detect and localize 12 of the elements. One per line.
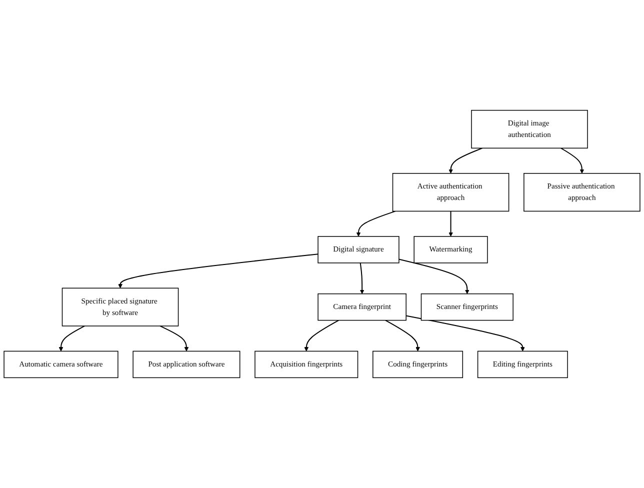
- arrow: [356, 210, 396, 237]
- arrow: [160, 326, 189, 352]
- arrow: [398, 258, 470, 294]
- arrow: [406, 315, 525, 352]
- arrow: [360, 262, 364, 294]
- arrow: [448, 148, 482, 174]
- arrow: [385, 320, 420, 352]
- arrow: [560, 148, 584, 174]
- arrow: [58, 326, 85, 352]
- arrow: [448, 211, 453, 237]
- arrow: [118, 254, 318, 288]
- arrow: [304, 320, 339, 352]
